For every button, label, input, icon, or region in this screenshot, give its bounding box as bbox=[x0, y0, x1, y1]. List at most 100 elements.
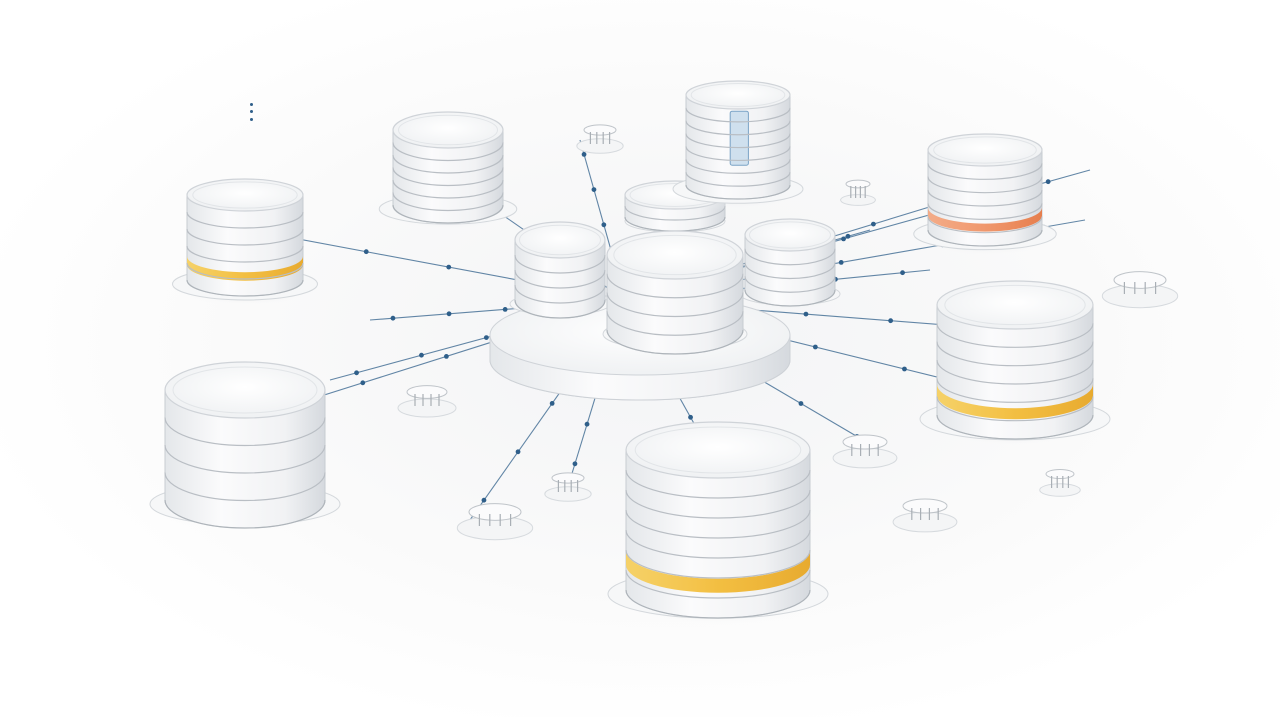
cylinder-ring bbox=[164, 417, 326, 447]
cylinder-bottom-edge bbox=[936, 414, 1094, 440]
cylinder-ring bbox=[392, 142, 504, 162]
cylinder-top-rim bbox=[690, 83, 786, 107]
cylinder-ring bbox=[685, 107, 791, 123]
connector-node bbox=[584, 421, 590, 427]
cylinder-top bbox=[744, 218, 836, 252]
connector-node bbox=[515, 449, 521, 455]
cylinder-ring bbox=[927, 163, 1043, 180]
pedestal-top bbox=[406, 385, 448, 399]
cylinder-ring bbox=[936, 396, 1094, 422]
cylinder-bottom-edge bbox=[625, 589, 811, 619]
cylinder-accent-band bbox=[187, 256, 303, 281]
connector-node bbox=[483, 335, 489, 340]
cylinder-top-rim bbox=[749, 221, 831, 249]
cylinder-top bbox=[514, 221, 606, 259]
pedestal-base bbox=[832, 447, 898, 469]
database-cylinder bbox=[739, 218, 841, 311]
cylinder-ring bbox=[186, 211, 304, 229]
cylinder-ring bbox=[164, 472, 326, 502]
cylinder-ring bbox=[186, 262, 304, 280]
connector-node bbox=[502, 307, 508, 312]
connector-node bbox=[481, 497, 487, 503]
cylinder-ring bbox=[744, 248, 836, 266]
database-cylinder bbox=[377, 111, 519, 232]
cylinder-top bbox=[936, 280, 1094, 330]
pedestal-top bbox=[583, 124, 617, 136]
cylinder-ring bbox=[685, 172, 791, 187]
cylinder-bottom-edge bbox=[392, 204, 504, 224]
cylinder-ring bbox=[392, 192, 504, 212]
pedestal-base bbox=[544, 486, 592, 502]
cylinder-top bbox=[392, 111, 504, 149]
cylinder-ring bbox=[186, 228, 304, 246]
connector-node bbox=[812, 344, 818, 350]
pedestal bbox=[892, 498, 958, 533]
connector-node bbox=[888, 318, 894, 324]
cylinder-ring bbox=[514, 254, 606, 274]
pedestal bbox=[840, 179, 876, 206]
pedestal-top bbox=[842, 434, 888, 450]
database-cylinder bbox=[509, 221, 611, 321]
connector-node bbox=[688, 414, 693, 420]
pedestal-base bbox=[576, 138, 624, 154]
pedestal bbox=[832, 434, 898, 469]
pedestal-top bbox=[1113, 271, 1167, 289]
label-line bbox=[250, 102, 340, 109]
cylinder-top-rim bbox=[192, 181, 298, 209]
cylinder-ring bbox=[392, 179, 504, 199]
pedestal-base bbox=[1039, 483, 1081, 497]
cylinder-top-rim bbox=[634, 426, 802, 474]
cylinder-ring bbox=[606, 311, 744, 336]
cylinder-top bbox=[186, 178, 304, 212]
connector-node bbox=[902, 366, 907, 372]
pedestal bbox=[544, 472, 592, 502]
cylinder-accent-band bbox=[626, 550, 810, 593]
pedestal-base bbox=[892, 511, 958, 533]
cylinder-ring bbox=[624, 205, 726, 221]
connector-node bbox=[354, 370, 359, 376]
connector-node bbox=[446, 311, 452, 317]
connector-node bbox=[390, 315, 396, 321]
cylinder-ring bbox=[936, 378, 1094, 403]
label-line bbox=[250, 109, 340, 116]
cylinder-ring bbox=[606, 292, 744, 318]
connector-node bbox=[841, 236, 846, 242]
cylinder-ring bbox=[164, 444, 326, 474]
cylinder-ring bbox=[685, 133, 791, 149]
database-cylinders bbox=[149, 80, 1179, 627]
pedestal-top bbox=[902, 498, 948, 514]
connector-node bbox=[446, 264, 452, 270]
cylinder-ring bbox=[936, 341, 1094, 367]
cylinder-accent-band bbox=[928, 207, 1042, 232]
cylinder-top bbox=[685, 80, 791, 110]
label-line bbox=[250, 117, 340, 124]
cylinder-accent-band bbox=[937, 384, 1093, 420]
connector-node bbox=[871, 221, 876, 227]
database-cylinder bbox=[602, 230, 748, 357]
pedestal bbox=[397, 385, 457, 418]
cylinder-top-rim bbox=[933, 136, 1037, 164]
cylinder-bottom-edge bbox=[744, 289, 836, 307]
pedestal-top bbox=[468, 503, 522, 521]
cylinder-ring bbox=[514, 269, 606, 289]
cylinder-ring bbox=[606, 273, 744, 299]
cylinder-ring bbox=[936, 359, 1094, 385]
connector-node bbox=[363, 249, 369, 255]
cylinder-ring bbox=[392, 167, 504, 187]
cylinder-top bbox=[606, 230, 744, 280]
database-cylinder bbox=[912, 133, 1058, 257]
cylinder-ring bbox=[685, 120, 791, 136]
cylinder-bottom-edge bbox=[685, 184, 791, 200]
cylinder-ring bbox=[744, 276, 836, 293]
cylinder-ring bbox=[927, 189, 1043, 207]
cylinder-top-rim bbox=[519, 224, 601, 256]
cylinder-ring bbox=[514, 284, 606, 304]
cylinder-bottom-edge bbox=[186, 279, 304, 297]
cylinder-panel bbox=[729, 110, 749, 166]
cylinder-ring bbox=[625, 529, 811, 559]
cylinder-ring bbox=[625, 469, 811, 499]
label-title bbox=[250, 88, 340, 99]
cylinder-ring bbox=[927, 203, 1043, 220]
cylinder-top-rim bbox=[613, 234, 737, 276]
